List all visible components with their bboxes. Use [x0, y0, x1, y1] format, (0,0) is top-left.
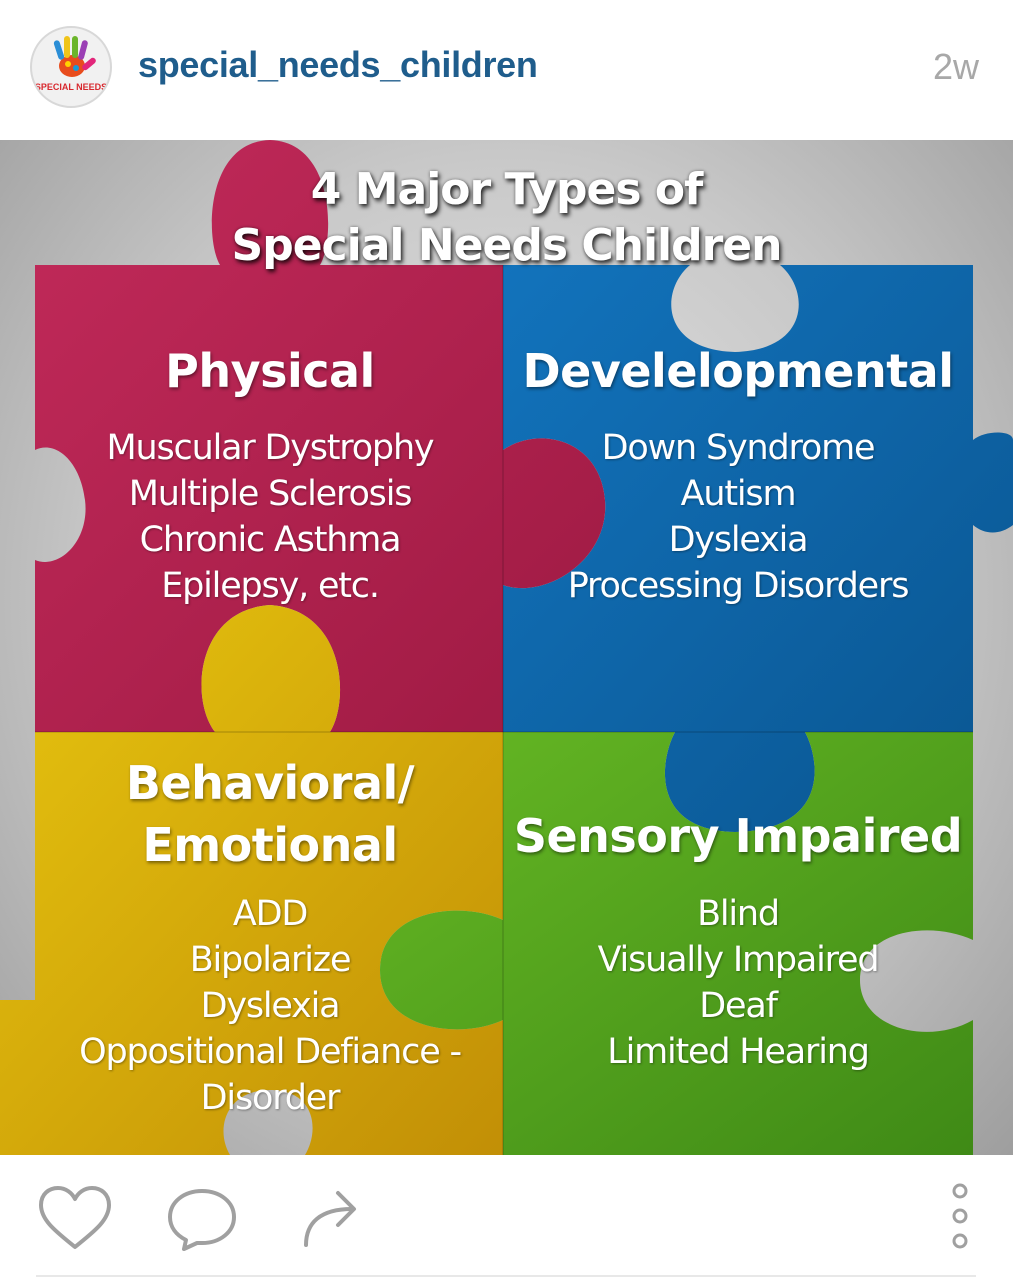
- puzzle-piece-developmental: [503, 265, 1013, 832]
- avatar-logo-text: SPECIAL NEEDS: [34, 82, 108, 92]
- list-item: ADD: [232, 894, 308, 934]
- list-item: Bipolarize: [189, 940, 352, 980]
- share-button[interactable]: [300, 1185, 362, 1254]
- list-item: Limited Hearing: [607, 1032, 870, 1072]
- category-title-physical: Physical: [165, 344, 375, 398]
- puzzle-piece-behavioral: [0, 605, 503, 1155]
- category-list-behavioral: ADD Bipolarize Dyslexia Oppositional Def…: [35, 891, 505, 1121]
- post-header: SPECIAL NEEDS special_needs_children 2w: [0, 0, 1013, 140]
- post-action-bar: [0, 1155, 1013, 1280]
- category-title-behavioral: Behavioral/ Emotional: [35, 752, 505, 876]
- comment-icon: [168, 1189, 236, 1251]
- list-item: Dyslexia: [200, 986, 341, 1026]
- puzzle-graphic: [0, 140, 1013, 1155]
- list-item: Deaf: [699, 986, 778, 1026]
- list-item: Autism: [680, 474, 797, 514]
- list-item: Disorder: [200, 1078, 341, 1118]
- list-item: Blind: [697, 894, 780, 934]
- hand-logo-icon: [53, 36, 96, 77]
- divider: [36, 1275, 976, 1277]
- list-item: Chronic Asthma: [139, 520, 402, 560]
- username-link[interactable]: special_needs_children: [138, 44, 538, 85]
- list-item: Muscular Dystrophy: [106, 428, 435, 468]
- puzzle-piece-sensory: [380, 732, 973, 1155]
- more-options-icon: [952, 1183, 968, 1249]
- list-item: Processing Disorders: [567, 566, 910, 606]
- category-title-sensory: Sensory Impaired: [513, 809, 963, 863]
- category-list-sensory: Blind Visually Impaired Deaf Limited Hea…: [503, 891, 973, 1075]
- like-button[interactable]: [38, 1185, 112, 1256]
- infographic-title-line1: 4 Major Types of: [310, 164, 703, 215]
- share-icon: [304, 1191, 356, 1247]
- category-list-developmental: Down Syndrome Autism Dyslexia Processing…: [503, 425, 973, 609]
- infographic-title: 4 Major Types of Special Needs Children: [0, 162, 1013, 274]
- infographic-title-line2: Special Needs Children: [231, 220, 783, 271]
- list-item: Visually Impaired: [597, 940, 880, 980]
- category-title-line: Behavioral/: [125, 756, 415, 810]
- heart-icon: [39, 1186, 111, 1249]
- post-image[interactable]: 4 Major Types of Special Needs Children …: [0, 140, 1013, 1155]
- post-timestamp: 2w: [932, 46, 979, 87]
- more-options-button[interactable]: [946, 1181, 974, 1256]
- list-item: Oppositional Defiance -: [79, 1032, 462, 1072]
- list-item: Down Syndrome: [601, 428, 876, 468]
- list-item: Dyslexia: [668, 520, 809, 560]
- category-title-developmental: Develelopmental: [522, 344, 954, 398]
- list-item: Epilepsy, etc.: [161, 566, 380, 606]
- list-item: Multiple Sclerosis: [128, 474, 413, 514]
- puzzle-piece-physical: [35, 140, 606, 732]
- avatar[interactable]: SPECIAL NEEDS: [30, 26, 112, 108]
- category-title-line: Emotional: [142, 818, 398, 872]
- category-list-physical: Muscular Dystrophy Multiple Sclerosis Ch…: [35, 425, 505, 609]
- comment-button[interactable]: [166, 1187, 238, 1256]
